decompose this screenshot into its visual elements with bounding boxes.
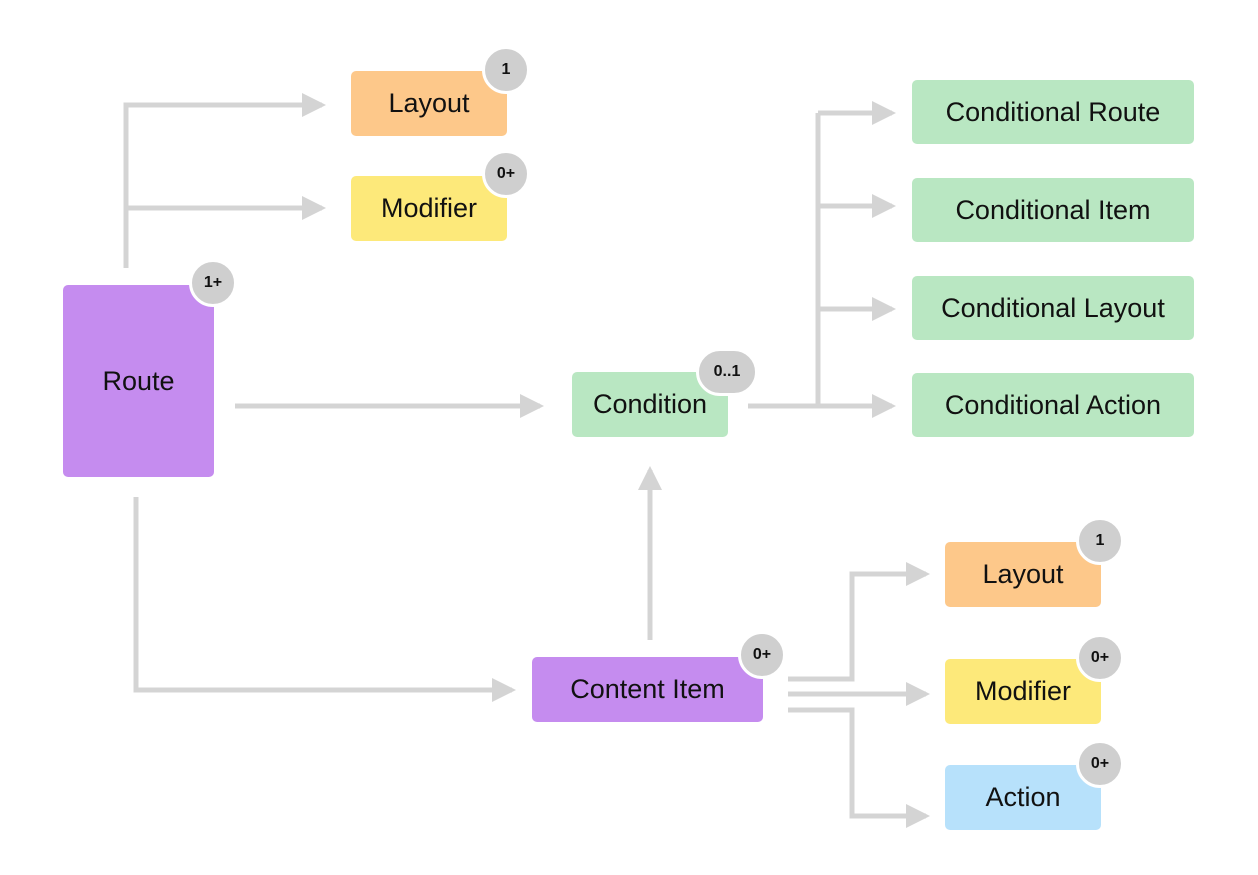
content-item-label: Content Item — [570, 674, 725, 704]
route-to-layout-connector — [123, 93, 326, 268]
conditional-layout-node: Conditional Layout — [912, 276, 1194, 340]
content-item-to-layout-connector — [788, 562, 930, 682]
conditional-action-label: Conditional Action — [944, 389, 1162, 420]
conditional-layout-label: Conditional Layout — [941, 292, 1165, 323]
item-layout-node: Layout — [945, 542, 1101, 607]
conditional-item-label: Conditional Item — [955, 194, 1151, 225]
conditional-action-node: Conditional Action — [912, 373, 1194, 437]
route-to-content-item-connector — [133, 497, 516, 702]
route-modifier-node: Modifier — [351, 176, 507, 241]
item-modifier-cardinality-badge: 0+ — [1076, 634, 1124, 682]
condition-label: Condition — [592, 389, 708, 419]
item-modifier-label: Modifier — [974, 676, 1072, 706]
condition-cardinality-badge: 0..1 — [696, 348, 758, 396]
route-cardinality-badge: 1+ — [189, 259, 237, 307]
item-modifier-node: Modifier — [945, 659, 1101, 724]
conditional-route-label: Conditional Route — [945, 96, 1161, 127]
route-label: Route — [102, 365, 175, 396]
route-layout-cardinality-badge: 1 — [482, 46, 530, 94]
route-modifier-label: Modifier — [380, 193, 478, 223]
content-item-cardinality-badge: 0+ — [738, 631, 786, 679]
conditional-route-node: Conditional Route — [912, 80, 1194, 144]
route-modifier-cardinality-badge: 0+ — [482, 150, 530, 198]
content-item-node: Content Item — [532, 657, 763, 722]
route-layout-node: Layout — [351, 71, 507, 136]
condition-trunk-connector — [748, 113, 821, 409]
route-layout-label: Layout — [388, 88, 470, 118]
item-action-label: Action — [985, 782, 1061, 812]
content-item-to-action-connector — [788, 707, 930, 828]
conditional-item-node: Conditional Item — [912, 178, 1194, 242]
item-action-cardinality-badge: 0+ — [1076, 740, 1124, 788]
item-action-node: Action — [945, 765, 1101, 830]
item-layout-label: Layout — [982, 559, 1064, 589]
item-layout-cardinality-badge: 1 — [1076, 517, 1124, 565]
route-node: Route — [63, 285, 214, 477]
